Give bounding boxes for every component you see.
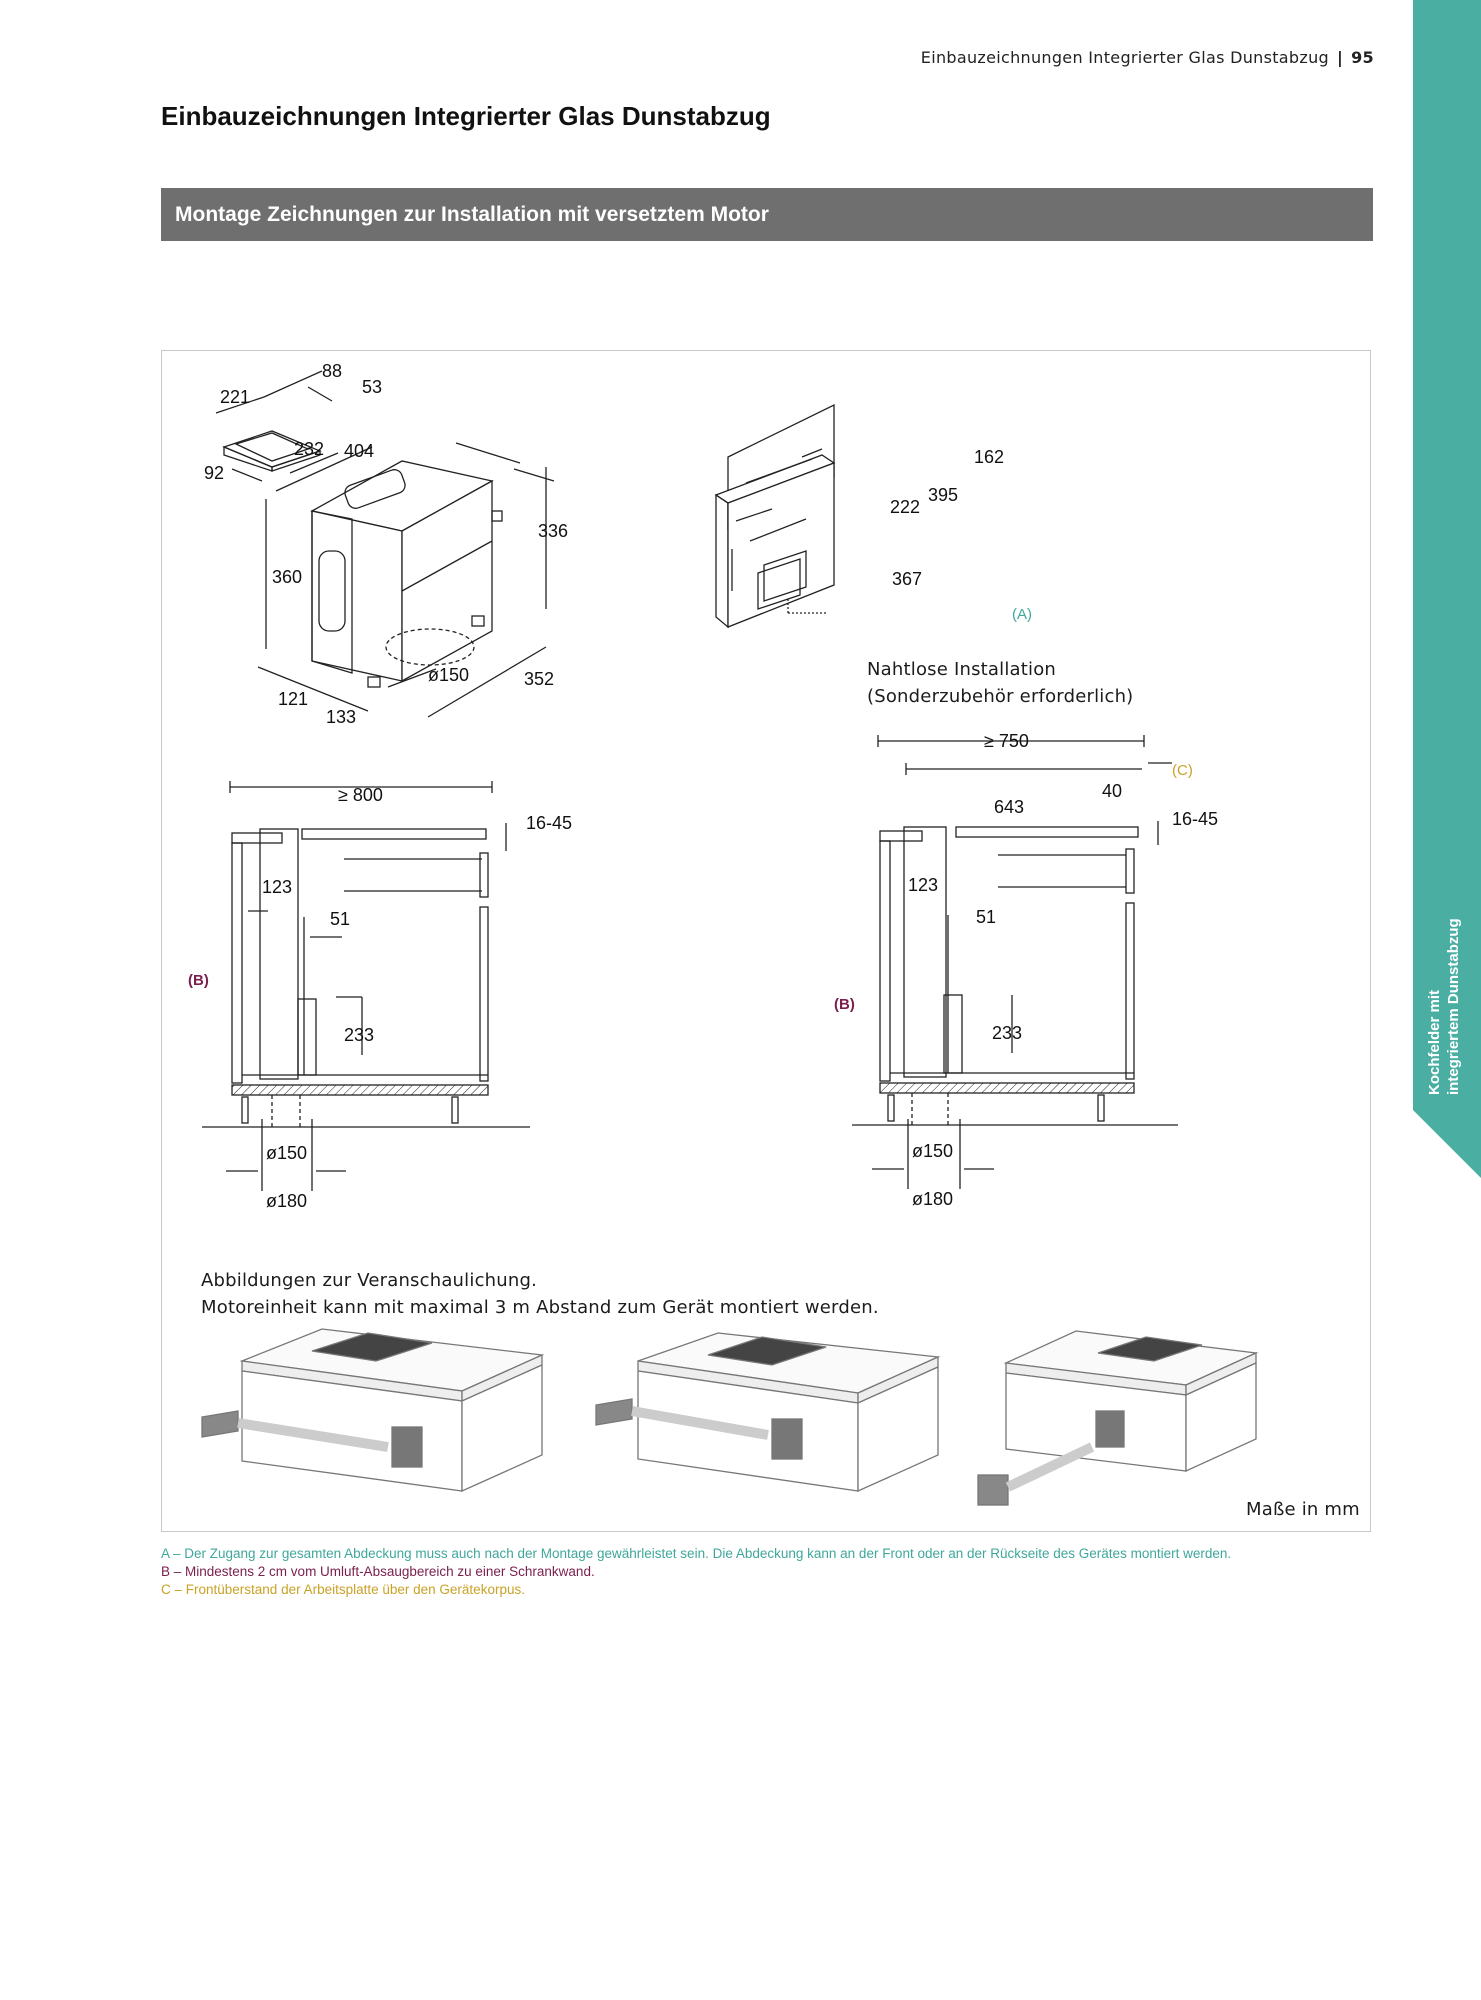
dim-395: 395: [928, 485, 958, 505]
illustration-1: [201, 1328, 545, 1493]
dim-404: 404: [344, 441, 374, 461]
dim-88: 88: [322, 361, 342, 381]
dim-51-right: 51: [976, 907, 996, 927]
dim-16-45-right: 16-45: [1172, 809, 1218, 829]
dim-352: 352: [524, 669, 554, 689]
running-header: Einbauzeichnungen Integrierter Glas Duns…: [921, 48, 1374, 67]
side-tab-line2: integriertem Dunstabzug: [1445, 918, 1462, 1095]
marker-b-right: (B): [834, 996, 855, 1013]
footnote-a: A – Der Zugang zur gesamten Abdeckung mu…: [161, 1546, 1232, 1561]
illustration-2: [595, 1332, 941, 1493]
dim-221: 221: [220, 387, 250, 407]
page-number: 95: [1351, 48, 1374, 67]
footnote-b: B – Mindestens 2 cm vom Umluft-Absaugber…: [161, 1564, 595, 1579]
dim-ge-750: ≥ 750: [984, 731, 1029, 751]
dim-ge-800: ≥ 800: [338, 785, 383, 805]
dim-o180-right: ø180: [912, 1189, 953, 1209]
dim-222: 222: [890, 497, 920, 517]
seamless-drawing: [714, 403, 836, 629]
dim-o150-right: ø150: [912, 1141, 953, 1161]
illustration-caption-line2: Motoreinheit kann mit maximal 3 m Abstan…: [201, 1297, 879, 1318]
dim-233-right: 233: [992, 1023, 1022, 1043]
dim-16-45-left: 16-45: [526, 813, 572, 833]
drawing-canvas: 88 221 53 232 404 92 336 360 ø150 352 12…: [188, 361, 1259, 1506]
dim-360: 360: [272, 567, 302, 587]
drawing-frame: 88 221 53 232 404 92 336 360 ø150 352 12…: [161, 350, 1371, 1532]
side-tab: [1413, 0, 1481, 1180]
dim-92: 92: [204, 463, 224, 483]
motor-unit-drawing: [215, 370, 555, 718]
left-section-drawing: [202, 781, 530, 1191]
dim-133: 133: [326, 707, 356, 727]
illustration-caption-line1: Abbildungen zur Veranschaulichung.: [201, 1270, 538, 1291]
dim-40: 40: [1102, 781, 1122, 801]
section-title: Montage Zeichnungen zur Installation mit…: [175, 202, 769, 226]
right-section-drawing: [852, 735, 1178, 1189]
running-header-title: Einbauzeichnungen Integrierter Glas Duns…: [920, 48, 1329, 67]
dim-233-left: 233: [344, 1025, 374, 1045]
side-tab-line1: Kochfelder mit: [1426, 989, 1443, 1095]
dim-o180-left: ø180: [266, 1191, 307, 1211]
illustration-3: [977, 1330, 1259, 1506]
dim-o150-motor: ø150: [428, 665, 469, 685]
seamless-caption: Nahtlose Installation (Sonderzubehör erf…: [867, 656, 1133, 710]
dim-643: 643: [994, 797, 1024, 817]
dim-123-left: 123: [262, 877, 292, 897]
marker-c: (C): [1172, 762, 1193, 779]
dim-121: 121: [278, 689, 308, 709]
dim-232: 232: [294, 439, 324, 459]
seamless-caption-line1: Nahtlose Installation: [867, 659, 1057, 680]
seamless-caption-line2: (Sonderzubehör erforderlich): [867, 686, 1134, 707]
footnotes: A – Der Zugang zur gesamten Abdeckung mu…: [161, 1545, 1231, 1599]
section-title-bar: Montage Zeichnungen zur Installation mit…: [161, 188, 1373, 241]
header-separator: |: [1336, 48, 1344, 67]
side-tab-label: Kochfelder mit integriertem Dunstabzug: [1425, 918, 1463, 1095]
dim-o150-left: ø150: [266, 1143, 307, 1163]
footnote-c: C – Frontüberstand der Arbeitsplatte übe…: [161, 1582, 525, 1597]
dim-162: 162: [974, 447, 1004, 467]
dim-336: 336: [538, 521, 568, 541]
dim-123-right: 123: [908, 875, 938, 895]
marker-b-left: (B): [188, 972, 209, 989]
illustration-caption: Abbildungen zur Veranschaulichung. Motor…: [201, 1267, 879, 1321]
units-note: Maße in mm: [1246, 1499, 1360, 1520]
dim-53: 53: [362, 377, 382, 397]
dim-367: 367: [892, 569, 922, 589]
page-title: Einbauzeichnungen Integrierter Glas Duns…: [161, 101, 771, 131]
marker-a: (A): [1012, 606, 1032, 623]
dim-51-left: 51: [330, 909, 350, 929]
